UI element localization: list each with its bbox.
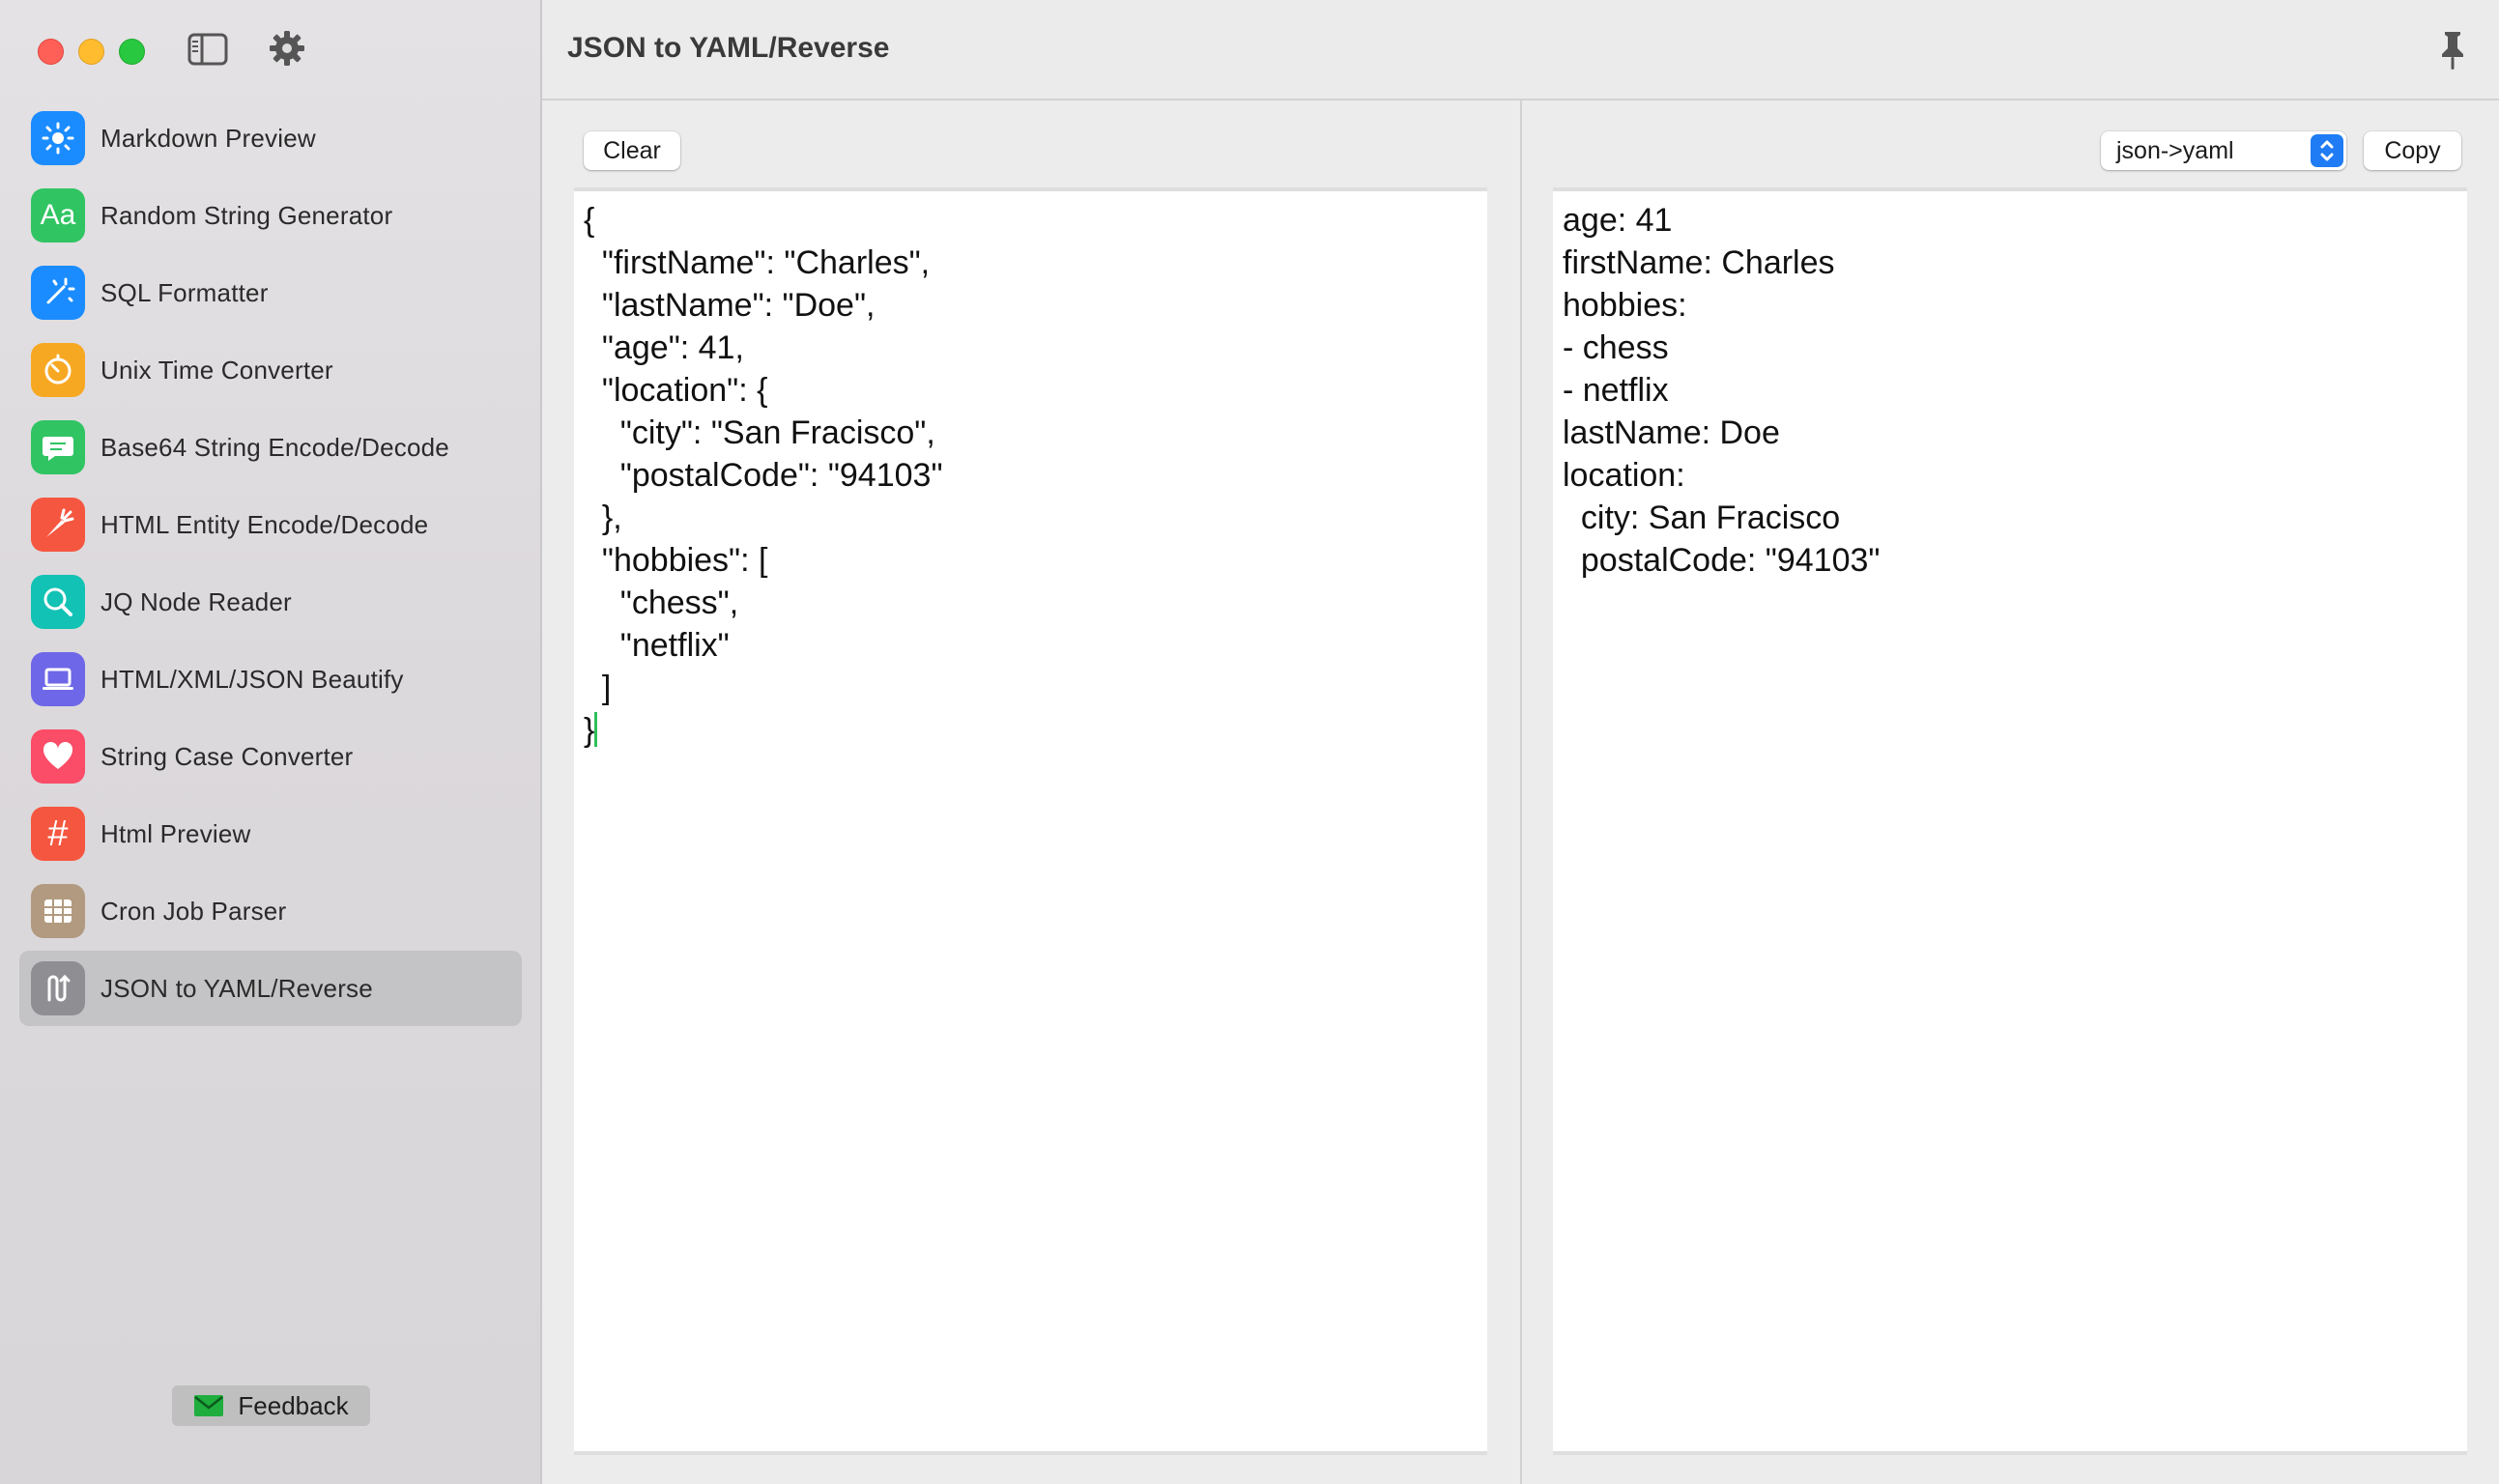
sidebar-item-cron-job-parser[interactable]: Cron Job Parser [19, 873, 522, 949]
clear-button[interactable]: Clear [584, 131, 680, 170]
sidebar-item-label: JQ Node Reader [101, 586, 292, 616]
sidebar-item-html-preview[interactable]: # Html Preview [19, 796, 522, 871]
zoom-window-button[interactable] [119, 39, 145, 65]
sidebar-item-label: Random String Generator [101, 200, 393, 230]
sidebar-item-sql-formatter[interactable]: SQL Formatter [19, 255, 522, 330]
timer-icon [31, 343, 85, 397]
sidebar-item-markdown-preview[interactable]: Markdown Preview [19, 100, 522, 176]
json-input-editor[interactable]: { "firstName": "Charles", "lastName": "D… [574, 187, 1487, 1455]
feedback-label: Feedback [238, 1390, 349, 1420]
sidebar-item-label: Html Preview [101, 818, 251, 848]
sidebar-item-json-to-yaml-reverse[interactable]: JSON to YAML/Reverse [19, 951, 522, 1026]
close-window-button[interactable] [38, 39, 64, 65]
sidebar-item-label: Markdown Preview [101, 123, 316, 153]
sidebar-item-html-entity-encode-decode[interactable]: HTML Entity Encode/Decode [19, 487, 522, 562]
sidebar-nav: Markdown Preview Aa Random String Genera… [19, 100, 522, 1028]
grid-icon [31, 884, 85, 938]
page-title: JSON to YAML/Reverse [567, 32, 890, 64]
toolbar: JSON to YAML/Reverse [542, 0, 2499, 100]
pin-icon[interactable] [2435, 29, 2470, 71]
text-caret [594, 712, 598, 747]
gear-icon[interactable] [268, 29, 306, 68]
sidebar-item-label: HTML/XML/JSON Beautify [101, 664, 404, 694]
sidebar-item-string-case-converter[interactable]: String Case Converter [19, 719, 522, 794]
magic-wand-icon [31, 266, 85, 320]
conversion-mode-value: json->yaml [2116, 137, 2234, 164]
sidebar: Markdown Preview Aa Random String Genera… [0, 0, 542, 1484]
output-pane: json->yaml Copy age: 41 firstName: Charl… [1522, 100, 2499, 1484]
hashtag-icon: # [31, 807, 85, 861]
carrot-icon [31, 498, 85, 552]
sidebar-item-html-xml-json-beautify[interactable]: HTML/XML/JSON Beautify [19, 642, 522, 717]
json-input-text[interactable]: { "firstName": "Charles", "lastName": "D… [584, 202, 943, 749]
magnifier-icon [31, 575, 85, 629]
sun-icon [31, 111, 85, 165]
sidebar-item-label: Cron Job Parser [101, 896, 287, 926]
sidebar-toggle-icon[interactable] [187, 33, 228, 66]
yaml-output-text[interactable]: age: 41 firstName: Charles hobbies: - ch… [1563, 202, 1881, 579]
swap-icon [31, 961, 85, 1015]
message-icon [31, 420, 85, 474]
sidebar-item-label: HTML Entity Encode/Decode [101, 509, 429, 539]
sidebar-item-base64-string-encode-decode[interactable]: Base64 String Encode/Decode [19, 410, 522, 485]
heart-icon [31, 729, 85, 784]
copy-button[interactable]: Copy [2364, 131, 2461, 170]
pane-divider[interactable] [1520, 100, 1522, 1484]
sidebar-item-jq-node-reader[interactable]: JQ Node Reader [19, 564, 522, 640]
sidebar-item-label: Unix Time Converter [101, 355, 333, 385]
laptop-icon [31, 652, 85, 706]
conversion-mode-select[interactable]: json->yaml [2101, 131, 2346, 170]
feedback-button[interactable]: Feedback [172, 1385, 370, 1426]
sidebar-item-label: JSON to YAML/Reverse [101, 973, 373, 1003]
envelope-icon [194, 1395, 224, 1416]
chevron-up-down-icon [2311, 134, 2343, 167]
yaml-output-editor[interactable]: age: 41 firstName: Charles hobbies: - ch… [1553, 187, 2467, 1455]
input-pane: Clear { "firstName": "Charles", "lastNam… [542, 100, 1520, 1484]
window-controls [38, 39, 145, 65]
sidebar-item-random-string-generator[interactable]: Aa Random String Generator [19, 178, 522, 253]
sidebar-item-unix-time-converter[interactable]: Unix Time Converter [19, 332, 522, 408]
text-aa-icon: Aa [31, 188, 85, 243]
sidebar-item-label: Base64 String Encode/Decode [101, 432, 449, 462]
sidebar-item-label: String Case Converter [101, 741, 354, 771]
sidebar-item-label: SQL Formatter [101, 277, 269, 307]
minimize-window-button[interactable] [78, 39, 104, 65]
